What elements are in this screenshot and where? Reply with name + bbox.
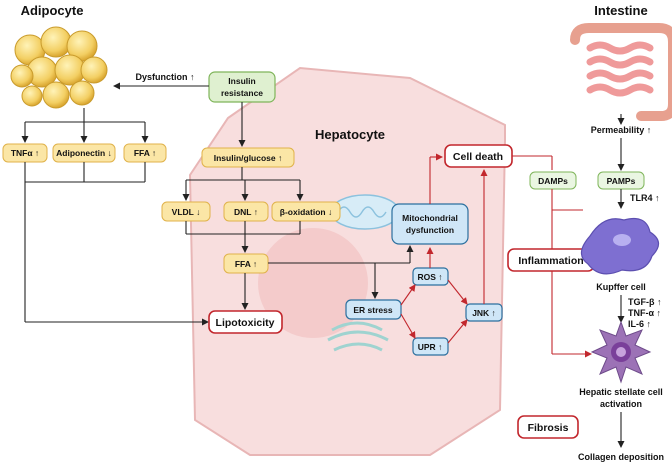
inflammation-label: Inflammation bbox=[518, 255, 583, 267]
cell-death-label: Cell death bbox=[453, 151, 503, 163]
hsc-label-2: activation bbox=[600, 399, 642, 409]
insulin-glucose-box bbox=[201, 147, 295, 168]
cytokine-label-3: IL-6 ↑ bbox=[628, 319, 651, 329]
upr-box bbox=[412, 337, 449, 356]
er-stress-label: ER stress bbox=[353, 305, 392, 315]
ffa-liver-label: FFA ↑ bbox=[235, 259, 257, 269]
cytokine-label-2: TNF-α ↑ bbox=[628, 308, 661, 318]
hsc-label-1: Hepatic stellate cell bbox=[579, 387, 663, 397]
intestine-icon bbox=[570, 23, 672, 121]
fibrosis-label: Fibrosis bbox=[528, 422, 569, 434]
hepatocyte-nucleus bbox=[258, 228, 368, 338]
dnl-label: DNL ↑ bbox=[234, 207, 258, 217]
tlr4-label: TLR4 ↑ bbox=[630, 193, 660, 203]
adipocyte-title: Adipocyte bbox=[21, 3, 84, 18]
cytokine-label-1: TGF-β ↑ bbox=[628, 297, 662, 307]
insulin-glucose-label: Insulin/glucose ↑ bbox=[214, 153, 282, 163]
insulin-resistance-label-2: resistance bbox=[221, 88, 263, 98]
kupffer-cell-label: Kupffer cell bbox=[596, 282, 646, 292]
damps-box bbox=[529, 171, 577, 190]
pamps-label: PAMPs bbox=[607, 176, 636, 186]
fibrosis-box bbox=[517, 415, 579, 439]
ffa-adipocyte-label: FFA ↑ bbox=[134, 148, 156, 158]
hepatic-stellate-cell-icon bbox=[590, 320, 652, 384]
er-stress-box bbox=[345, 299, 402, 320]
lipotoxicity-box bbox=[208, 310, 283, 334]
dysfunction-label: Dysfunction ↑ bbox=[135, 72, 194, 82]
dnl-box bbox=[223, 201, 269, 222]
beta-oxidation-label: β-oxidation ↓ bbox=[280, 207, 332, 217]
tnfa-label: TNFα ↑ bbox=[11, 148, 39, 158]
upr-label: UPR ↑ bbox=[418, 342, 443, 352]
adiponectin-label: Adiponectin ↓ bbox=[56, 148, 112, 158]
damps-label: DAMPs bbox=[538, 176, 568, 186]
mitochondrial-dysfunction-label-1: Mitochondrial bbox=[402, 213, 458, 223]
permeability-label: Permeability ↑ bbox=[591, 125, 652, 135]
intestine-title: Intestine bbox=[594, 3, 647, 18]
mitochondrion-icon bbox=[330, 194, 400, 230]
ros-label: ROS ↑ bbox=[417, 272, 442, 282]
mitochondrial-dysfunction-box bbox=[391, 203, 469, 245]
lipotoxicity-label: Lipotoxicity bbox=[216, 317, 275, 329]
insulin-resistance-label-1: Insulin bbox=[228, 76, 255, 86]
beta-oxidation-box bbox=[271, 201, 341, 222]
jnk-label: JNK ↑ bbox=[472, 308, 496, 318]
mitochondrial-dysfunction-label-2: dysfunction bbox=[406, 225, 454, 235]
collagen-deposition-label: Collagen deposition bbox=[578, 452, 664, 462]
vldl-label: VLDL ↓ bbox=[172, 207, 201, 217]
kupffer-cell-icon bbox=[580, 217, 660, 275]
adipocyte-cluster-icon bbox=[10, 26, 108, 109]
endoplasmic-reticulum-icon bbox=[327, 321, 389, 352]
hepatocyte-title: Hepatocyte bbox=[315, 127, 385, 142]
